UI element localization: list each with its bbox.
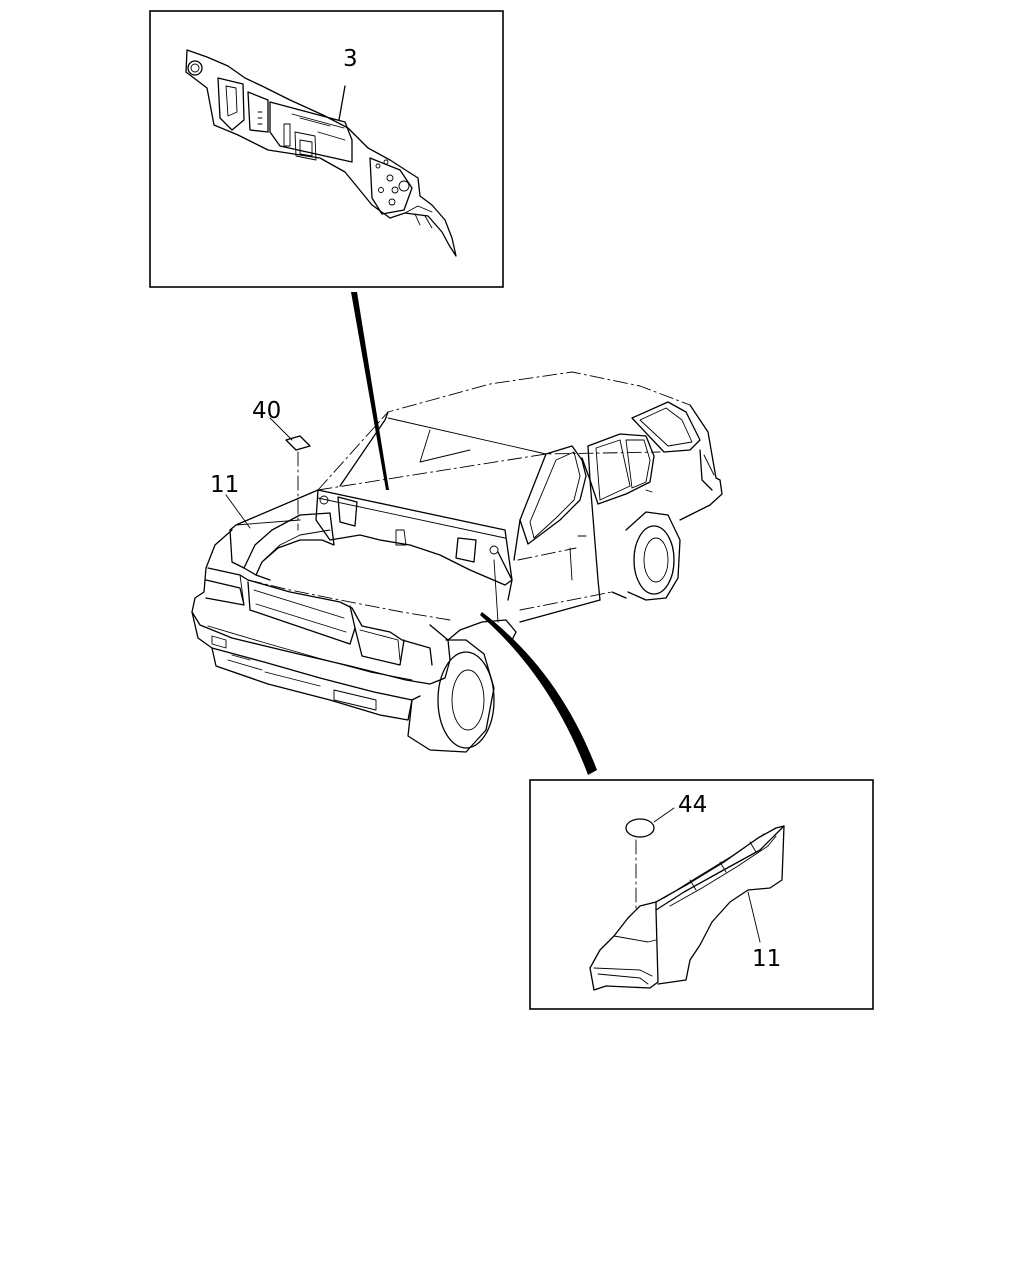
vehicle-illustration	[191, 371, 723, 753]
inset-frame-top	[149, 10, 504, 288]
inset-frame-bottom	[529, 779, 874, 1010]
callout-11-fender: 11	[210, 472, 239, 498]
fender-liner-part	[589, 807, 785, 991]
leader-bottom-inset	[480, 612, 597, 775]
callout-11-fender-liner: 11	[752, 946, 781, 972]
callout-44-plug: 44	[678, 792, 707, 818]
leader-top-inset	[351, 292, 389, 490]
inset-dash-panel: 3	[149, 10, 504, 288]
dash-panel-part	[185, 49, 457, 257]
callout-3-dash-panel: 3	[343, 46, 358, 72]
callout-40-hood-pad: 40	[252, 398, 281, 424]
plug-44	[625, 818, 655, 838]
inset-fender-liner: 44 11	[529, 779, 874, 1010]
